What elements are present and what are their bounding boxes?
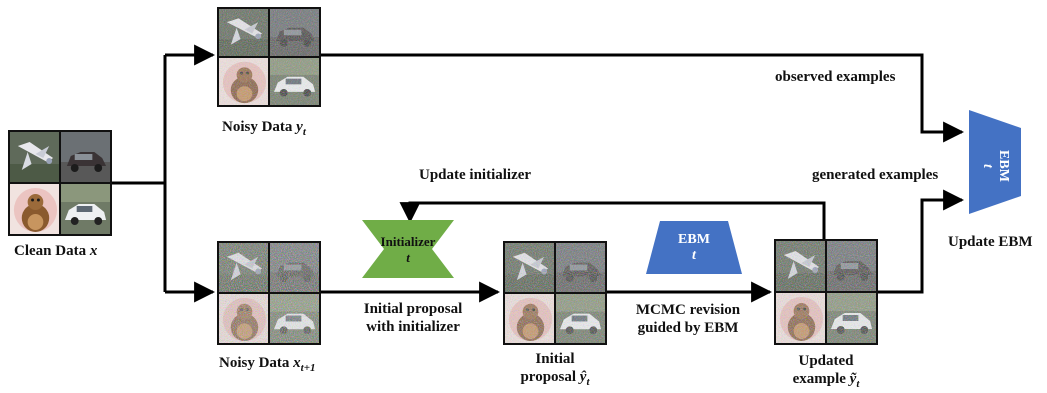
observed-examples-arrow bbox=[320, 53, 965, 143]
car-image bbox=[61, 132, 110, 182]
marmot-image bbox=[776, 293, 825, 343]
update-initializer-arrow bbox=[399, 201, 826, 241]
marmot-image bbox=[219, 58, 268, 105]
car-image bbox=[270, 9, 319, 56]
marmot-image bbox=[219, 294, 268, 343]
clean-data-label: Clean Data x bbox=[14, 243, 98, 259]
update-ebm-label: Update EBM bbox=[948, 234, 1033, 250]
airplane-image bbox=[10, 132, 59, 182]
white-car-image bbox=[270, 294, 319, 343]
airplane-image bbox=[776, 241, 825, 291]
marmot-image bbox=[10, 184, 59, 234]
initial-proposal-grid bbox=[503, 241, 607, 345]
airplane-image bbox=[219, 243, 268, 292]
car-image bbox=[556, 243, 605, 292]
car-image bbox=[270, 243, 319, 292]
updated-example-grid bbox=[774, 239, 878, 345]
white-car-image bbox=[61, 184, 110, 234]
clean-data-grid bbox=[8, 130, 112, 236]
ebm-mid-label: EBM t bbox=[678, 232, 710, 263]
airplane-image bbox=[219, 9, 268, 56]
white-car-image bbox=[270, 58, 319, 105]
generated-examples-label: generated examples bbox=[812, 167, 939, 183]
noisy-y-grid bbox=[217, 7, 321, 107]
generated-examples-arrow bbox=[876, 189, 965, 294]
noisy-x-grid bbox=[217, 241, 321, 345]
initializer-shape bbox=[362, 220, 454, 278]
initial-proposal-label: Initial proposal ŷt bbox=[520, 351, 590, 388]
noisy-x-label: Noisy Data xt+1 bbox=[219, 355, 316, 374]
ebm-mid-shape bbox=[646, 221, 742, 274]
ebm-right-label: EBM t bbox=[980, 150, 1011, 182]
car-image bbox=[827, 241, 876, 291]
marmot-image bbox=[505, 294, 554, 343]
observed-examples-label: observed examples bbox=[775, 69, 896, 85]
initializer-label: Initializer t bbox=[380, 234, 436, 265]
noisy-y-label: Noisy Data yt bbox=[222, 119, 306, 138]
ebm-right-shape bbox=[969, 110, 1021, 214]
initial-proposal-with-initializer-label: Initial proposal with initializer bbox=[363, 301, 463, 335]
mcmc-revision-label: MCMC revision guided by EBM bbox=[635, 302, 741, 336]
white-car-image bbox=[556, 294, 605, 343]
update-initializer-label: Update initializer bbox=[419, 167, 532, 183]
white-car-image bbox=[827, 293, 876, 343]
airplane-image bbox=[505, 243, 554, 292]
updated-example-label: Updated example ỹt bbox=[792, 353, 860, 390]
